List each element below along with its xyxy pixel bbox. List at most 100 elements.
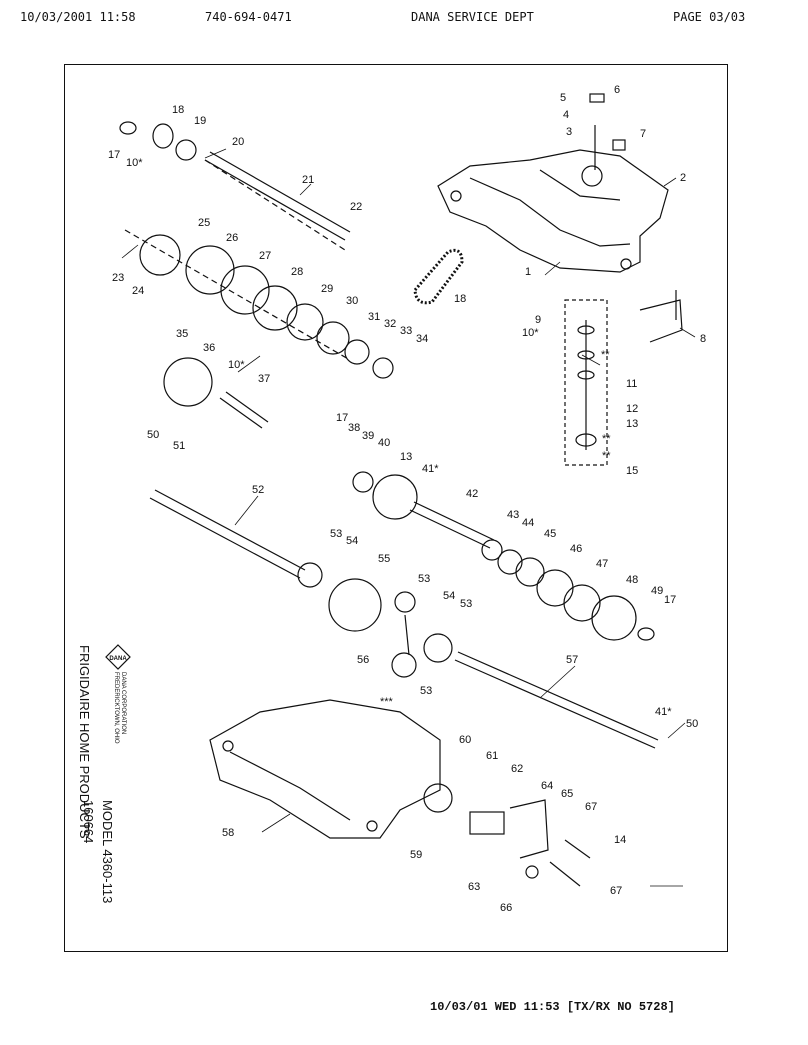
part-label: 57 xyxy=(566,654,578,666)
fax-page: PAGE 03/03 xyxy=(673,10,746,24)
part-label: 26 xyxy=(226,232,238,244)
part-label: 6 xyxy=(614,84,620,96)
part-label: 18 xyxy=(172,104,184,116)
part-label: 56 xyxy=(357,654,369,666)
model-number: MODEL 4360-113 xyxy=(100,800,115,904)
part-label: 61 xyxy=(486,750,498,762)
part-label: 41* xyxy=(655,706,672,718)
fax-header: 10/03/2001 11:58 740-694-0471 DANA SERVI… xyxy=(0,10,808,30)
part-label: 18 xyxy=(454,293,466,305)
part-label: 41* xyxy=(422,463,439,475)
part-label: 42 xyxy=(466,488,478,500)
part-label: 65 xyxy=(561,788,573,800)
part-label: 40 xyxy=(378,437,390,449)
part-label: 62 xyxy=(511,763,523,775)
part-label: 3 xyxy=(566,126,572,138)
part-label: 52 xyxy=(252,484,264,496)
part-label: 46 xyxy=(570,543,582,555)
part-label: 36 xyxy=(203,342,215,354)
part-label: 7 xyxy=(640,128,646,140)
lower-housing xyxy=(209,699,441,839)
part-label: 64 xyxy=(541,780,553,792)
part-label: 53 xyxy=(418,573,430,585)
part-label: 54 xyxy=(443,590,455,602)
part-label: 59 xyxy=(410,849,422,861)
part-label: 10* xyxy=(126,157,143,169)
part-label: 30 xyxy=(346,295,358,307)
part-label: 44 xyxy=(522,517,534,529)
part-label: 13 xyxy=(626,418,638,430)
part-label: 22 xyxy=(350,201,362,213)
upper-housing xyxy=(437,149,669,273)
part-label: 11 xyxy=(626,378,637,390)
part-label: 8 xyxy=(700,333,706,345)
part-label: 48 xyxy=(626,574,638,586)
part-label: 2 xyxy=(680,172,686,184)
part-label: 37 xyxy=(258,373,270,385)
dana-logo: DANA xyxy=(105,644,131,670)
part-label: 4 xyxy=(563,109,569,121)
part-label: ** xyxy=(602,450,611,462)
part-label: 50 xyxy=(686,718,698,730)
part-label: 5 xyxy=(560,92,566,104)
part-label: 49 xyxy=(651,585,663,597)
part-label: 10* xyxy=(228,359,245,371)
part-label: 29 xyxy=(321,283,333,295)
part-label: 25 xyxy=(198,217,210,229)
part-label: 38 xyxy=(348,422,360,434)
part-label: 53 xyxy=(460,598,472,610)
part-label: 24 xyxy=(132,285,144,297)
part-label: 12 xyxy=(626,403,638,415)
part-label: *** xyxy=(380,696,394,708)
part-label: 47 xyxy=(596,558,608,570)
drive-chain xyxy=(413,248,464,305)
part-label: 15 xyxy=(626,465,638,477)
part-label: 39 xyxy=(362,430,374,442)
part-label: ** xyxy=(602,433,611,445)
part-label: 27 xyxy=(259,250,271,262)
part-label: 50 xyxy=(147,429,159,441)
part-label: 53 xyxy=(420,685,432,697)
part-label: 34 xyxy=(416,333,428,345)
code-number: 160664 xyxy=(81,800,96,844)
part-label: 9 xyxy=(535,314,541,326)
part-label: 32 xyxy=(384,318,396,330)
corp-name: DANA CORPORATION xyxy=(120,672,126,735)
part-label: 43 xyxy=(507,509,519,521)
part-label: 28 xyxy=(291,266,303,278)
part-label: 14 xyxy=(614,834,626,846)
part-label: 63 xyxy=(468,881,480,893)
part-label: 60 xyxy=(459,734,471,746)
part-label: ** xyxy=(601,349,610,361)
part-label: 67 xyxy=(610,885,622,897)
part-label: 55 xyxy=(378,553,390,565)
part-label: 17 xyxy=(336,412,348,424)
part-label: 20 xyxy=(232,136,244,148)
part-label: 13 xyxy=(400,451,412,463)
part-label: 21 xyxy=(302,174,314,186)
part-label: 51 xyxy=(173,440,185,452)
part-label: 31 xyxy=(368,311,380,323)
part-label: 1 xyxy=(525,266,531,278)
part-label: 33 xyxy=(400,325,412,337)
part-label: 45 xyxy=(544,528,556,540)
svg-text:DANA: DANA xyxy=(109,656,127,662)
fax-department: DANA SERVICE DEPT xyxy=(411,10,534,24)
part-label: 66 xyxy=(500,902,512,914)
part-label: 23 xyxy=(112,272,124,284)
corp-city: FREDERICKTOWN, OHIO xyxy=(113,672,119,744)
part-label: 58 xyxy=(222,827,234,839)
part-label: 19 xyxy=(194,115,206,127)
fax-phone: 740-694-0471 xyxy=(205,10,292,24)
part-label: 35 xyxy=(176,328,188,340)
part-label: 17 xyxy=(108,149,120,161)
part-label: 67 xyxy=(585,801,597,813)
part-label: 54 xyxy=(346,535,358,547)
part-label: 10* xyxy=(522,327,539,339)
part-label: 53 xyxy=(330,528,342,540)
part-label: 17 xyxy=(664,594,676,606)
fax-footer-stamp: 10/03/01 WED 11:53 [TX/RX NO 5728] xyxy=(430,1000,675,1014)
fax-date-time: 10/03/2001 11:58 xyxy=(20,10,136,24)
diagram-frame xyxy=(64,64,728,952)
